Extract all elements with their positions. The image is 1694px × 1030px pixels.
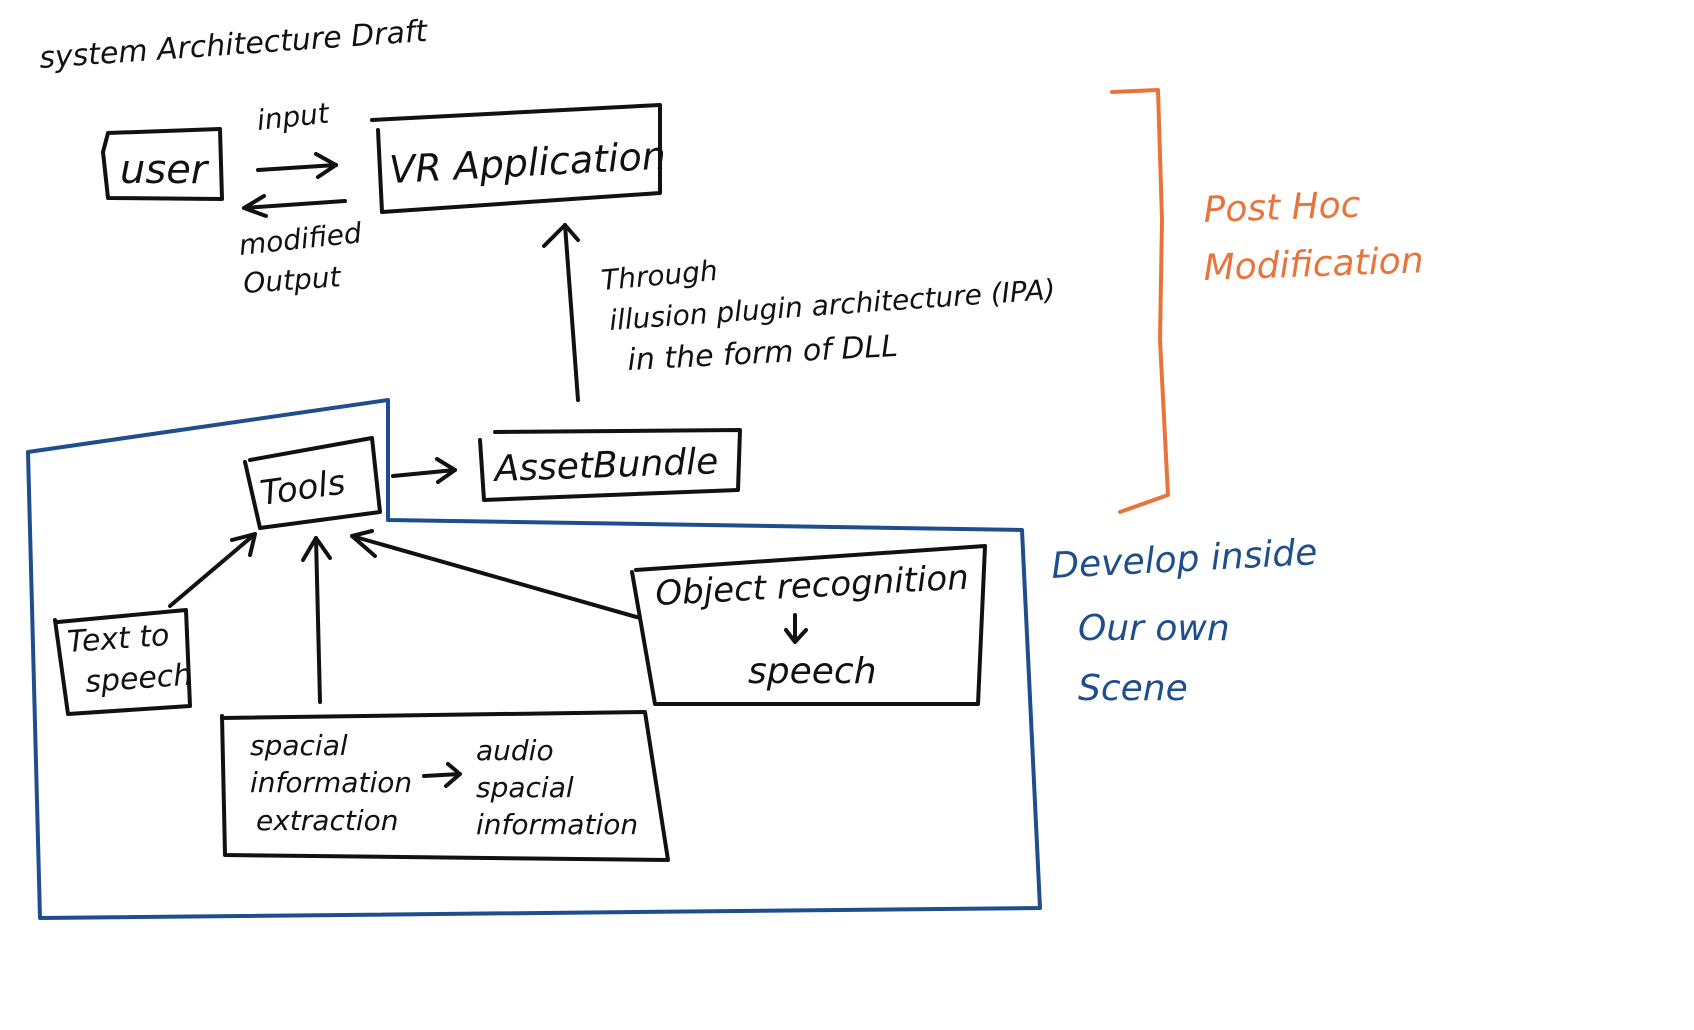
spatial-info-node: spacial information extraction audio spa…	[220, 710, 670, 862]
modified-output-label-1: modified	[237, 216, 363, 262]
modified-output-arrow	[242, 194, 347, 218]
develop-inside-label-2: Our own	[1078, 608, 1230, 649]
ipa-arrow	[542, 223, 580, 402]
spatial-right-label-2: spacial	[476, 771, 574, 804]
modified-output-label-2: Output	[242, 260, 342, 300]
vr-application-label: VR Application	[388, 134, 667, 192]
develop-inside-label-1: Develop inside	[1050, 532, 1318, 587]
spatial-left-label-1: spacial	[250, 729, 348, 762]
vr-application-node: VR Application	[370, 103, 667, 214]
through-label-1: Through	[600, 254, 719, 297]
object-to-tools-arrow	[350, 529, 642, 620]
asset-bundle-label: AssetBundle	[492, 441, 719, 490]
diagram-title: system Architecture Draft	[38, 14, 429, 76]
object-recognition-node: Object recognition speech	[630, 544, 987, 706]
input-arrow	[256, 152, 338, 179]
spatial-right-label-1: audio	[476, 734, 554, 767]
spatial-right-label-3: information	[476, 808, 638, 841]
spatial-left-label-3: extraction	[256, 804, 398, 837]
text-to-speech-node: Text to speech	[53, 608, 193, 716]
asset-bundle-node: AssetBundle	[478, 428, 742, 502]
post-hoc-label-1: Post Hoc	[1203, 185, 1361, 231]
tools-label: Tools	[258, 462, 348, 513]
post-hoc-label-2: Modification	[1203, 240, 1424, 289]
tts-to-tools-arrow	[168, 532, 257, 608]
post-hoc-bracket	[1110, 88, 1170, 514]
user-node: user	[101, 127, 224, 201]
spatial-left-label-2: information	[250, 766, 412, 799]
text-to-speech-label-1: Text to	[66, 618, 170, 660]
user-label: user	[120, 147, 210, 193]
develop-inside-label-3: Scene	[1078, 668, 1188, 709]
tools-to-asset-arrow	[391, 457, 457, 484]
text-to-speech-label-2: speech	[84, 658, 193, 700]
input-label: input	[255, 97, 331, 137]
spatial-to-tools-arrow	[301, 536, 332, 704]
object-recognition-label-2: speech	[748, 651, 877, 692]
tools-node: Tools	[243, 436, 382, 530]
develop-scene-boundary	[26, 398, 1042, 920]
through-label-3: in the form of DLL	[627, 329, 899, 378]
